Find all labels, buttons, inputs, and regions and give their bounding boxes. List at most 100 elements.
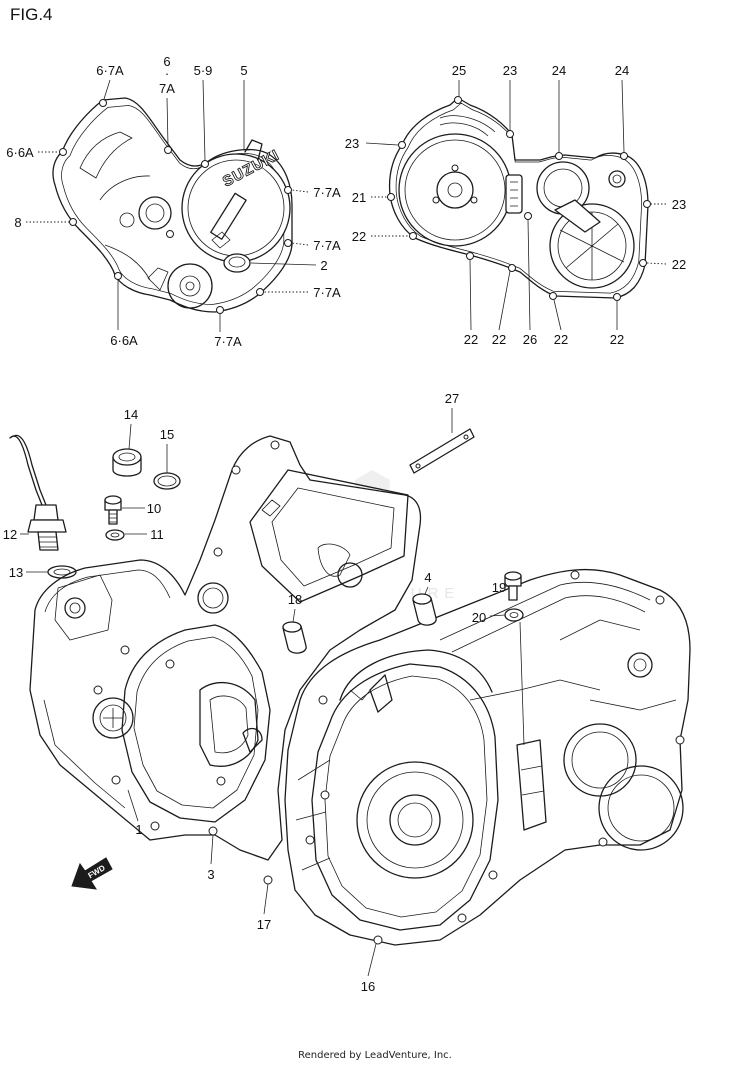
bolt-hole bbox=[373, 935, 383, 945]
cylinder-deck-inner bbox=[271, 487, 395, 587]
leader-line bbox=[166, 97, 169, 147]
washer-hole bbox=[509, 612, 519, 618]
fwd-arrow-icon bbox=[71, 857, 113, 890]
oil-level-window-inner bbox=[612, 174, 622, 184]
part-17-gasket bbox=[311, 663, 499, 931]
leader-line bbox=[250, 262, 317, 266]
bolt-hole bbox=[201, 160, 209, 168]
callout-16: 16 bbox=[361, 979, 375, 994]
right-case-upper-ribs bbox=[469, 619, 677, 711]
leader-line bbox=[291, 242, 309, 246]
cap-top bbox=[112, 448, 142, 466]
bolt-hole bbox=[506, 130, 514, 138]
washer-hole bbox=[110, 532, 120, 538]
deck-passage bbox=[337, 562, 363, 588]
oil-pipe-channel-ribs bbox=[520, 765, 545, 796]
right-cover-callouts: 25 23 24 24 23 21 22 23 22 22 22 26 22 2… bbox=[345, 63, 686, 347]
clutch-housing bbox=[549, 203, 635, 289]
bolt-head-top bbox=[104, 495, 122, 505]
bolt-hole bbox=[114, 272, 122, 280]
callout-24: 24 bbox=[615, 63, 629, 78]
left-cover-lower-boss bbox=[167, 263, 213, 309]
crankshaft-boss bbox=[356, 761, 474, 879]
leader-line bbox=[292, 608, 296, 623]
driveshaft-bore bbox=[598, 765, 684, 851]
bolt-hole bbox=[320, 790, 330, 800]
callout-12: 12 bbox=[3, 527, 17, 542]
crankshaft-boss-rim bbox=[366, 771, 464, 869]
bearing-bore bbox=[197, 582, 229, 614]
part-16-right-crankcase bbox=[284, 568, 691, 946]
right-cover-assembly bbox=[387, 96, 651, 301]
bolt-hole bbox=[387, 193, 395, 201]
bolt-hole bbox=[120, 645, 130, 655]
crankshaft-seal bbox=[397, 802, 433, 838]
o-ring-inner bbox=[157, 475, 177, 487]
bolt-hole bbox=[675, 735, 685, 745]
callout-23: 23 bbox=[345, 136, 359, 151]
callout-1: 1 bbox=[135, 822, 142, 837]
callout-22: 22 bbox=[610, 332, 624, 347]
gasket-17-ribs bbox=[295, 687, 373, 871]
breather-cap bbox=[627, 652, 653, 678]
bolt-hole bbox=[639, 259, 647, 267]
bolt-hole bbox=[508, 264, 516, 272]
bolt-hole bbox=[466, 252, 474, 260]
countershaft-bore bbox=[563, 723, 637, 797]
crankcase-neck bbox=[369, 674, 393, 713]
callout-5-9: 5·9 bbox=[194, 63, 213, 78]
callout-15: 15 bbox=[160, 427, 174, 442]
drain-fitting-inner bbox=[99, 704, 127, 732]
cap-top-inner bbox=[118, 452, 136, 462]
right-cover-leaders bbox=[365, 79, 667, 331]
leader-line bbox=[469, 259, 472, 331]
bolt-hole bbox=[284, 239, 292, 247]
plate-hole bbox=[415, 463, 421, 469]
leader-line bbox=[202, 79, 206, 161]
callout-4: 4 bbox=[424, 570, 431, 585]
bolt-hole bbox=[613, 293, 621, 301]
bolt-hole bbox=[69, 218, 77, 226]
dowel-top bbox=[282, 621, 302, 633]
part-2-cap bbox=[223, 253, 251, 273]
part-14-cap bbox=[112, 448, 142, 477]
part-19-bolt bbox=[504, 571, 522, 601]
dowel-body bbox=[282, 625, 307, 654]
part-18-dowel bbox=[282, 621, 307, 654]
bolt-hole bbox=[150, 821, 160, 831]
leader-line bbox=[553, 299, 562, 331]
gasket-inner-line bbox=[133, 636, 259, 809]
crankcase-assembly: FWD bbox=[9, 428, 691, 946]
part-4-dowel bbox=[412, 593, 437, 626]
left-cover-leaders bbox=[26, 79, 317, 332]
bolt-hole bbox=[454, 96, 462, 104]
callout-26: 26 bbox=[523, 332, 537, 347]
callout-23: 23 bbox=[672, 197, 686, 212]
bolt-hole bbox=[59, 148, 67, 156]
callout-22: 22 bbox=[672, 257, 686, 272]
callout-6-6a: 6·6A bbox=[6, 145, 34, 160]
bolt-hole bbox=[598, 837, 608, 847]
callout-24: 24 bbox=[552, 63, 566, 78]
callout-6-7a: 6·7A bbox=[96, 63, 124, 78]
left-crankcase-edge bbox=[43, 569, 171, 809]
callout-7-7a: 7·7A bbox=[313, 285, 341, 300]
shift-shaft-boss bbox=[242, 727, 263, 753]
callout-7a-stacked: 7A bbox=[159, 81, 175, 96]
crankcase-hump bbox=[339, 649, 493, 701]
bolt-head-top bbox=[504, 571, 522, 581]
left-case-boss bbox=[54, 574, 113, 641]
bolt-hole bbox=[99, 99, 107, 107]
callout-5: 5 bbox=[240, 63, 247, 78]
left-cover-boss bbox=[138, 196, 172, 230]
bolt-hole bbox=[213, 547, 223, 557]
callout-14: 14 bbox=[124, 407, 138, 422]
figure-title: FIG.4 bbox=[10, 5, 53, 24]
left-cover-lower-fin bbox=[147, 267, 169, 291]
rotor-hub bbox=[436, 171, 474, 209]
callout-11: 11 bbox=[150, 527, 164, 542]
callout-13: 13 bbox=[9, 565, 23, 580]
leader-line bbox=[103, 79, 111, 100]
leader-line bbox=[424, 586, 429, 595]
